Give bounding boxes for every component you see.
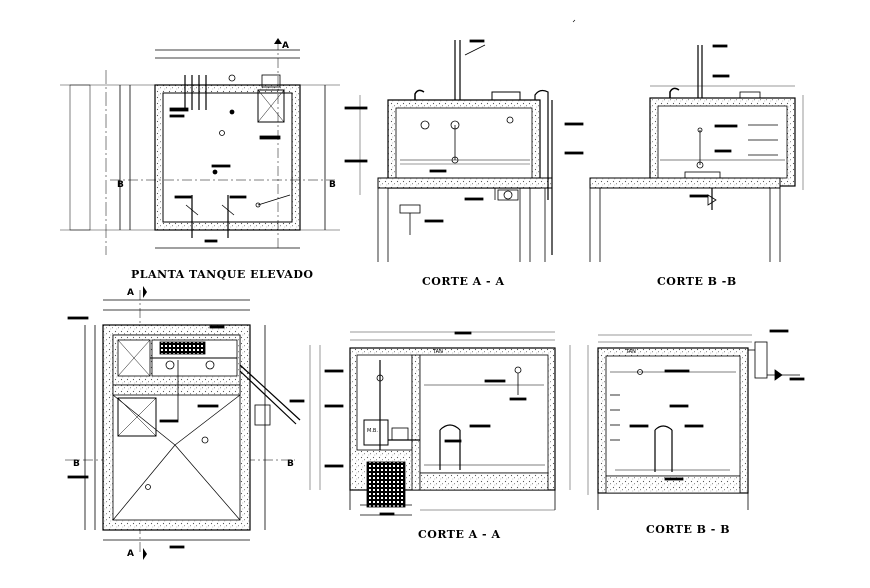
bottom-section-a-labels: TAN M.B. bbox=[367, 349, 443, 434]
section-mark-b-left: B bbox=[117, 180, 124, 190]
section-mark-a-top: A bbox=[282, 41, 289, 51]
top-section-b-view bbox=[589, 44, 804, 262]
section-mark-b-right: B bbox=[329, 180, 336, 190]
tan-label-b: TAN bbox=[625, 349, 636, 355]
caption-top-section-a: CORTE A - A bbox=[422, 275, 505, 288]
mb-label: M.B. bbox=[367, 428, 378, 434]
top-plan-section-marks: A B B bbox=[117, 38, 336, 190]
top-section-a-view bbox=[344, 39, 584, 262]
section-mark-b-bottom-left: B bbox=[73, 459, 80, 469]
caption-bottom-section-b: CORTE B - B bbox=[646, 523, 731, 536]
caption-top-section-b: CORTE B -B bbox=[657, 275, 737, 288]
bottom-section-b-labels: TAN bbox=[625, 349, 636, 355]
section-mark-a-bottom-top: A bbox=[127, 288, 134, 298]
top-plan-view bbox=[60, 40, 340, 255]
bottom-section-a-view bbox=[309, 331, 571, 516]
bottom-plan-view bbox=[65, 290, 305, 555]
section-mark-a-bottom-bottom: A bbox=[127, 549, 134, 559]
stray-mark bbox=[572, 19, 576, 23]
caption-top-plan: PLANTA TANQUE ELEVADO bbox=[131, 268, 314, 281]
section-mark-b-bottom-right: B bbox=[287, 459, 294, 469]
caption-bottom-section-a: CORTE A - A bbox=[418, 528, 501, 541]
bottom-section-b-view bbox=[587, 329, 805, 510]
tan-label-a: TAN bbox=[432, 349, 443, 355]
bottom-plan-section-marks: A A B B bbox=[73, 286, 294, 560]
